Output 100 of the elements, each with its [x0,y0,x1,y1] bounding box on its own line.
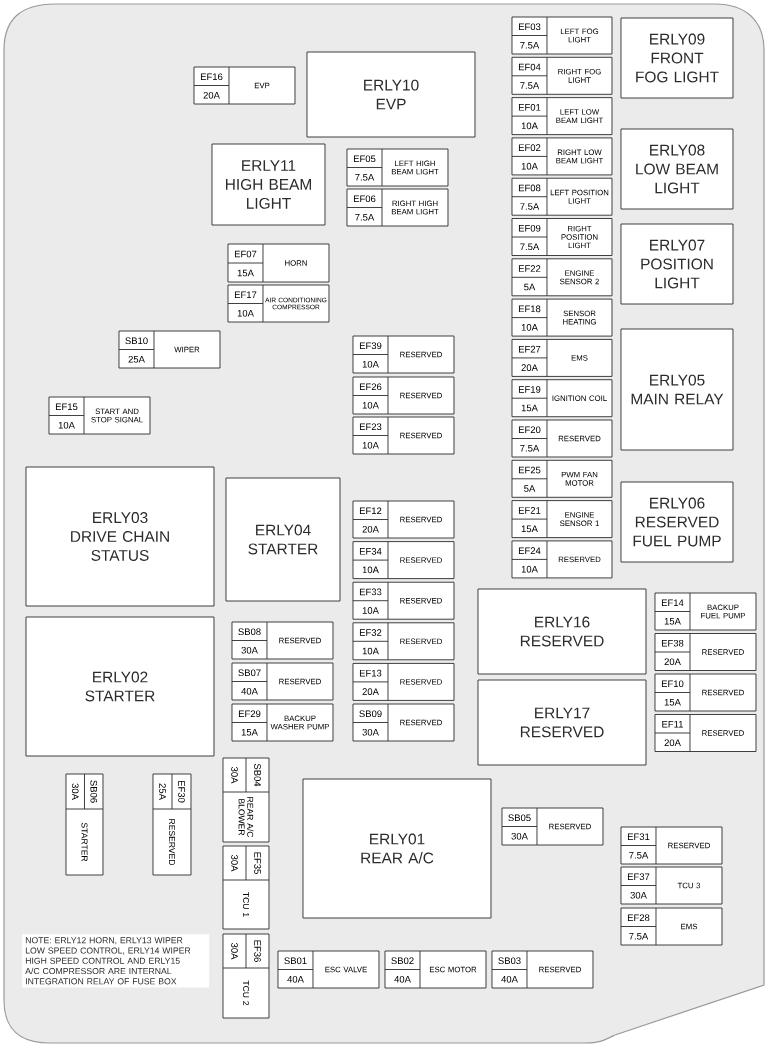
circuit-name: TCU 2 [242,980,250,1006]
fuse-number: EF17 [234,291,257,298]
fuse-rating: 7.5A [520,41,540,49]
fuse-rating: 20A [362,525,379,533]
fuse-number: EF01 [518,104,541,111]
fuse-rating: 10A [521,565,538,573]
fuse-rating: 7.5A [629,851,649,859]
fuse-number: SB10 [125,337,148,345]
fuse [222,933,270,1019]
circuit-name: REAR A/C BLOWER [238,797,254,838]
fuse [511,459,613,498]
fuse-number: SB08 [238,628,261,636]
fuse [511,298,613,337]
fuse-rating: 10A [521,324,538,331]
fuse-rating: 20A [664,658,681,666]
fuse-rating: 15A [521,525,538,533]
note: NOTE: ERLY12 HORN, ERLY13 WIPER LOW SPEED CONTROL, ERLY14 WIPER HIGH SPEED CONTROL AND ERLY15 A/C COMPRESSOR ARE INTERNAL INTEGRATION RELAY OF FUSE BOX [22,934,210,988]
fuse [352,662,455,701]
fuse [352,541,455,580]
fuse-rating: 10A [521,122,538,130]
fuse-rating: 10A [362,566,379,574]
fuse [620,866,723,905]
fuse [620,826,723,865]
relay-label: ERLY07 POSITION LIGHT [641,239,713,289]
fuse-number: EF24 [518,547,541,554]
fuse-number: EF08 [518,184,541,192]
fuse-rating: 15A [237,269,254,277]
relay-label: ERLY06 RESERVED FUEL PUMP [633,497,721,547]
fuse-number: EF06 [353,195,376,203]
fuse [277,950,380,989]
fuse-rating: 30A [71,783,79,800]
fuse-rating: 7.5A [355,213,375,221]
fuse-number: EF25 [518,466,541,474]
fuse-number: EF09 [518,224,541,232]
fuse-rating: 7.5A [629,932,649,940]
fuse-rating: 30A [362,728,379,736]
fuse-rating: 30A [630,891,647,899]
fuse-number: EF02 [518,144,541,151]
fuse-number: EF12 [359,507,382,515]
fuse-rating: 10A [362,647,379,655]
fuse [511,56,613,95]
fuse [152,773,192,876]
fuse [352,622,455,661]
fuse [384,950,487,989]
fuse [511,540,613,579]
fuse [352,376,455,415]
relay-label: ERLY05 MAIN RELAY [631,374,724,405]
fuse [511,258,613,297]
fuse-rating: 10A [362,401,379,409]
fuse [654,592,757,631]
fuse [352,703,455,742]
fuse-number: EF26 [359,383,382,391]
fuse-number: EF07 [234,250,257,258]
fuse [231,703,334,742]
fuse-rating: 15A [241,728,258,736]
fuse-number: EF21 [518,507,541,514]
fuse-rating: 30A [511,832,528,840]
fuse-rating: 15A [664,698,681,706]
fuse-rating: 15A [664,617,681,625]
relay [477,679,647,766]
fuse-rating: 10A [237,309,254,317]
fuse [511,137,613,176]
fuse [48,396,151,435]
fuse [227,284,330,323]
fuse-rating: 7.5A [355,173,375,181]
fuse-rating: 20A [203,91,220,99]
fuse-number: SB03 [498,957,521,965]
fuse-number: EF15 [55,403,78,411]
fuse-rating: 7.5A [520,243,540,251]
fuse-number: EF22 [518,265,541,272]
fuse-number: EF29 [238,710,261,718]
fuse-number: EF14 [661,599,684,606]
fuse [511,500,613,539]
fuse [65,773,104,876]
fuse-rating: 10A [362,441,379,449]
fuse-rating: 25A [128,355,145,363]
fuse [654,673,757,712]
fuse-number: EF19 [518,386,541,393]
fuse [501,807,604,846]
fuse [352,416,455,455]
fuse-number: EF35 [254,852,261,874]
fuse-rating: 40A [287,975,304,983]
fuse-rating: 10A [521,162,538,170]
fuse-number: EF38 [661,639,684,647]
circuit-name: RESERVED [168,819,176,866]
relay-label: ERLY17 RESERVED [520,707,604,738]
fuse-number: EF32 [359,629,382,636]
fuse-rating: 20A [521,364,538,371]
fuse-number: SB02 [391,957,414,965]
relay-label: ERLY01 REAR A/C [361,833,434,864]
fuse-number: EF04 [518,63,541,71]
relay [620,481,734,563]
fuse-rating: 25A [159,783,166,800]
fuse-number: EF31 [627,833,650,841]
relay-label: ERLY16 RESERVED [520,616,604,647]
relay [225,477,341,602]
fuse [511,177,613,216]
fuse-rating: 7.5A [520,444,540,452]
fuse-number: EF39 [359,342,382,350]
fuse [222,845,270,930]
